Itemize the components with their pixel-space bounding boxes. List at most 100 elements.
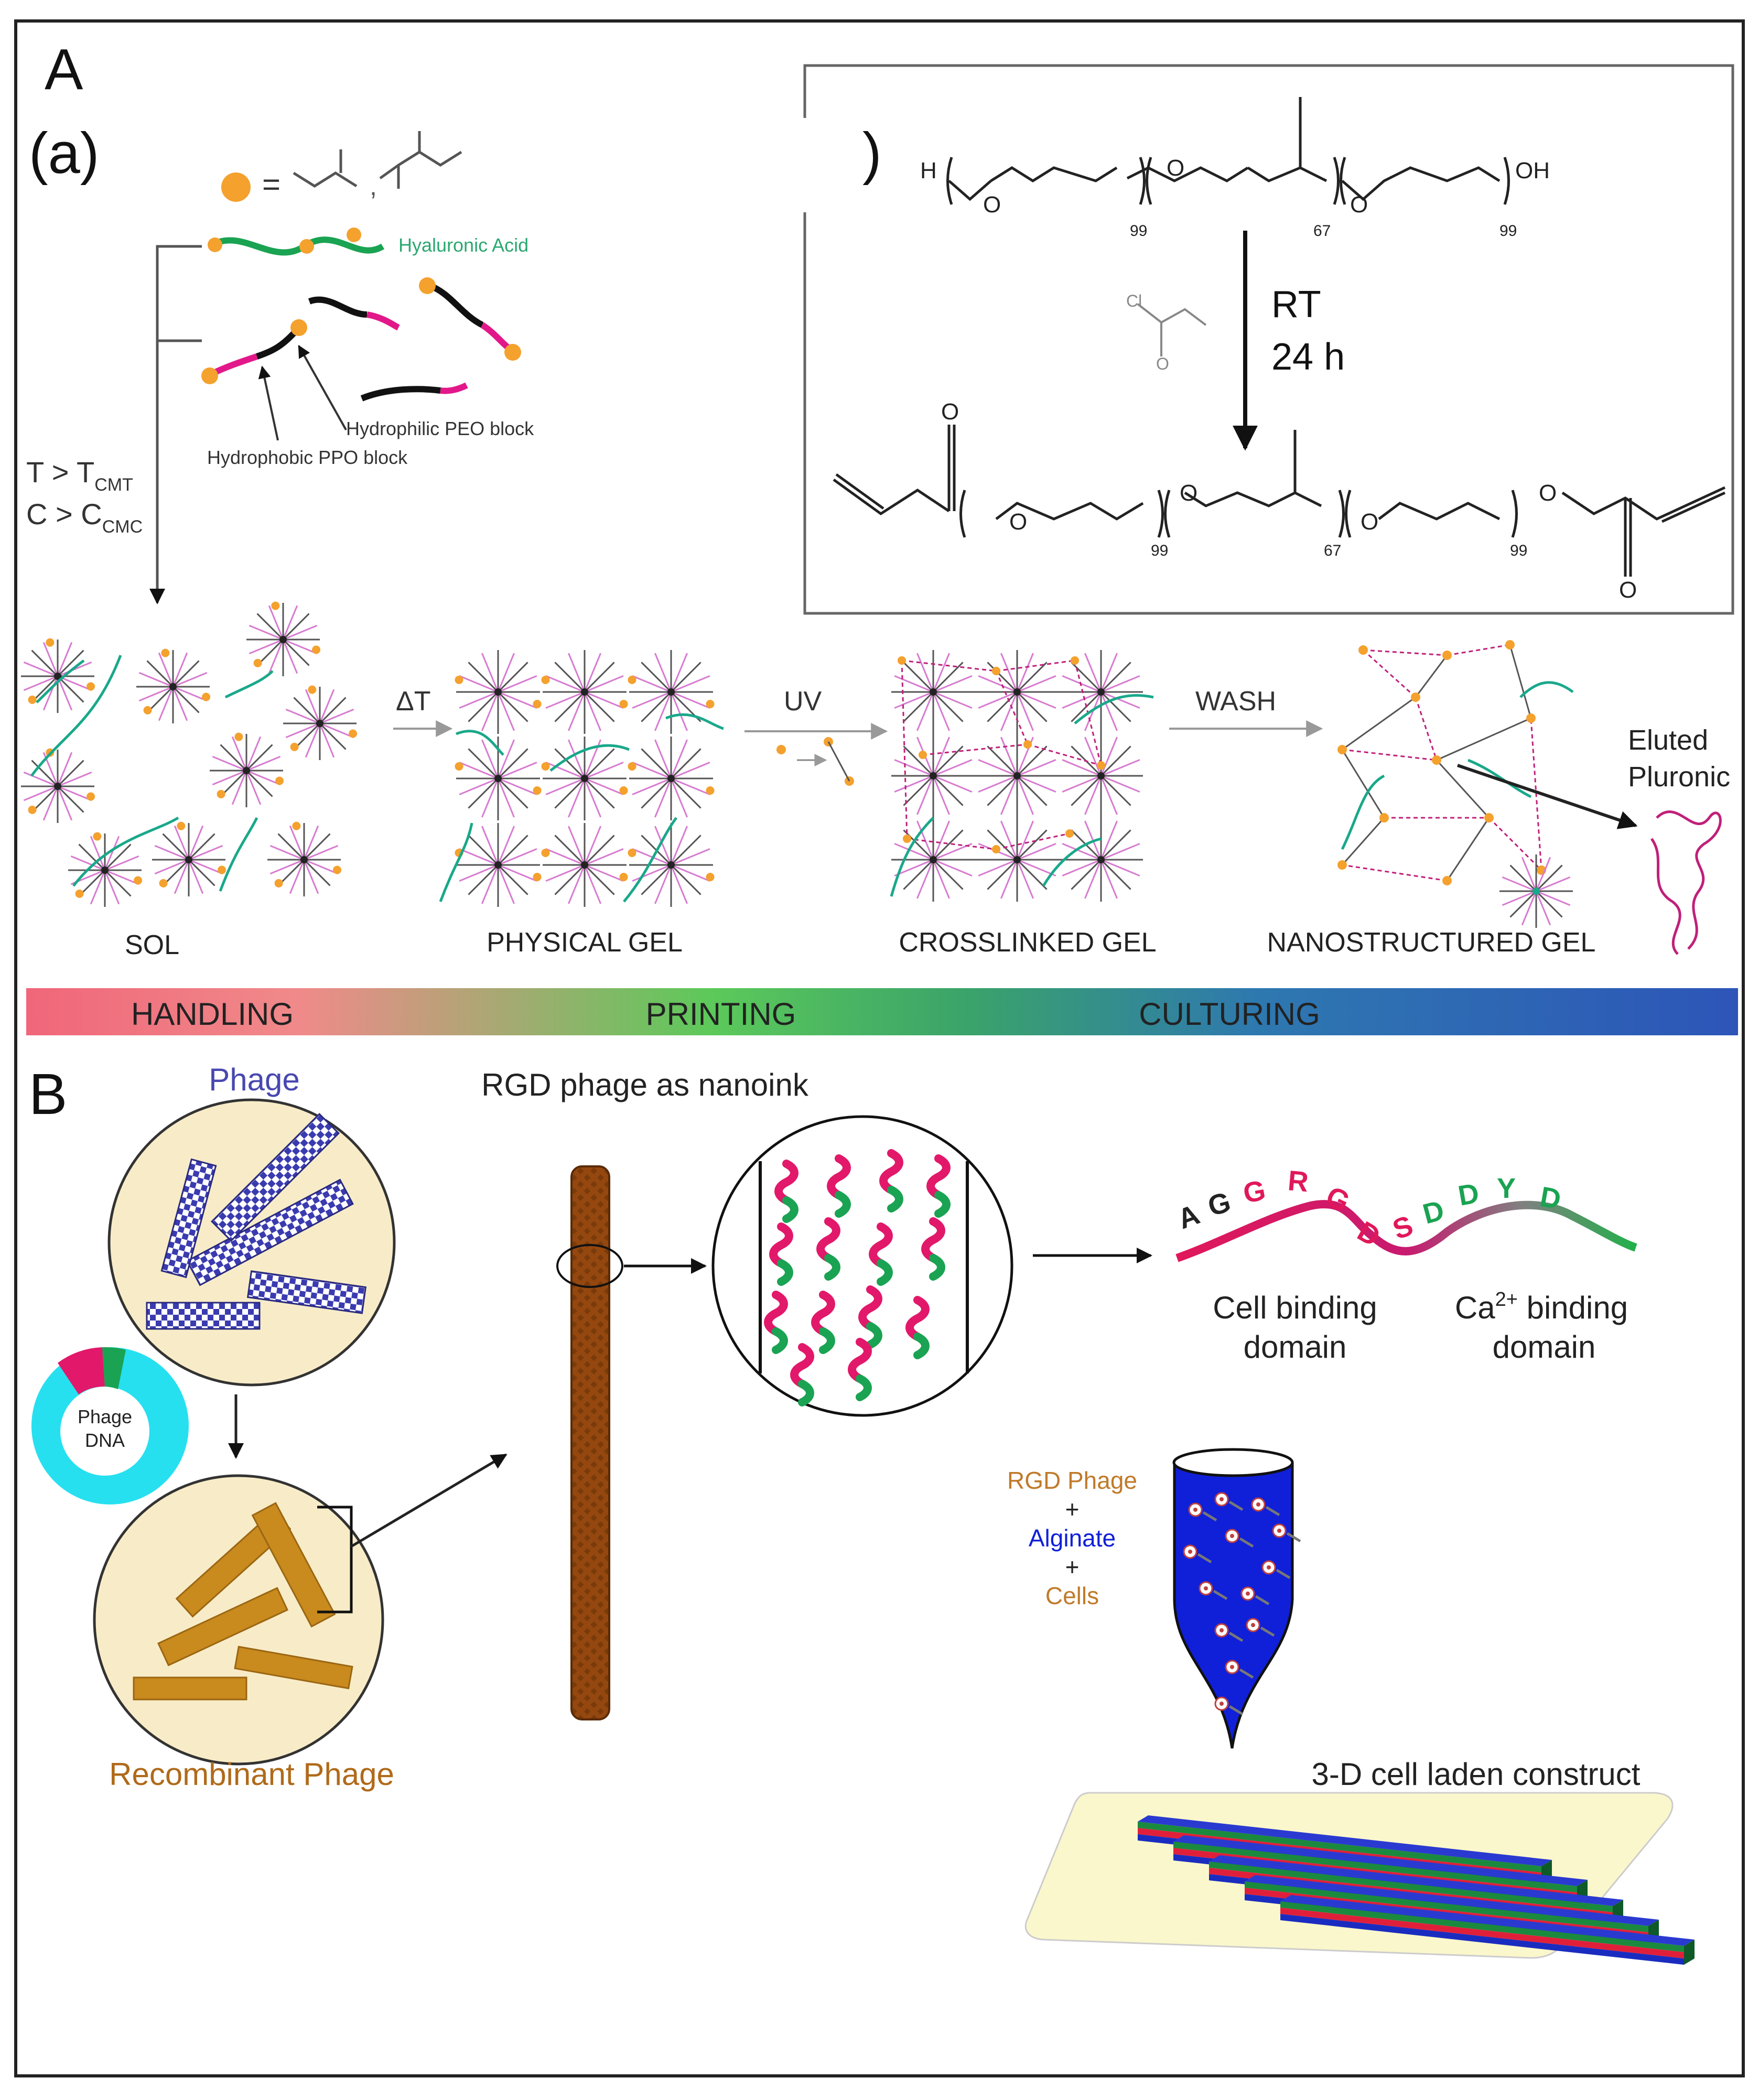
subscript: 99 [1130,222,1147,240]
micelle [456,650,540,734]
acrylate-dot [619,873,628,882]
rgd-phage-strand-pink [764,1291,788,1336]
rgd-phage-strand-pink [790,1343,814,1388]
h-end-group: H [920,158,937,183]
acrylate-dot [533,873,542,882]
phage-fiber-fragment [1228,1500,1244,1511]
acrylate-dot [87,792,95,801]
network-node [1442,651,1452,660]
acrylate-dot [292,821,301,830]
phage-dna-hole [60,1387,149,1476]
peptide-letter: A [1174,1199,1204,1236]
cell-nucleus [1193,1508,1197,1512]
acrylate-dot [93,832,102,841]
reagent-cl: Cl [1126,291,1142,310]
rgd-phage-strand-pink [827,1154,851,1199]
rgd-phage-strand-green [934,1191,951,1218]
micelle [629,823,713,907]
network-node [1484,813,1494,822]
ca-binding-label: Ca2+ binding [1455,1289,1628,1325]
rgd-phage-strand-pink [858,1285,882,1330]
eluted-pluronic-strands [1650,810,1722,955]
condition-rt: RT [1271,284,1321,326]
micelle [267,823,341,896]
acrylate-dot [177,821,186,830]
rgd-phage-strand-green [856,1374,872,1401]
rgd-phage-strand-green [824,1254,840,1281]
construct-strand-top [1280,1895,1695,1946]
phage-rods [146,1112,367,1330]
acrylate-dot [919,751,927,759]
acrylate-dot [541,675,550,684]
construct-strand-layer [1280,1901,1684,1952]
ha-dot [299,239,314,254]
oxygen-atom: O [1180,480,1197,506]
network-bond [1436,717,1531,761]
acrylate-structure-icon [293,131,462,189]
cell-binding-label: domain [1244,1329,1347,1365]
micelle [21,640,94,713]
ha-chain [72,816,179,887]
bar-label-handling: HANDLING [131,997,294,1032]
phage-fiber-fragment [1286,1532,1301,1543]
pluronic-label: Pluronic [1628,761,1730,793]
oxygen-atom: O [1361,509,1378,535]
recombinant-phage-label: Recombinant Phage [109,1757,394,1792]
acrylate-dot [619,786,628,795]
process-gradient-bar [26,988,1738,1035]
rgd-phage-strand-green [866,1322,882,1349]
mixture-rgd-phage: RGD Phage [1007,1467,1137,1494]
micelle [152,823,225,896]
acrylate-dot [628,675,636,684]
eluted-label: Eluted [1628,724,1708,756]
acrylate-dot [46,638,55,647]
zoom-arrow-to-fiber [350,1453,508,1548]
rgd-phage-strand-green [887,1186,903,1213]
ha-dot [347,228,361,242]
ha-dot [208,237,222,252]
phage-dna-insert-green [102,1347,126,1389]
crosslink [996,832,1070,850]
condition-24h: 24 h [1271,336,1345,378]
acrylate-dot [541,762,550,771]
ha-chain [30,655,122,777]
network-node [1358,645,1368,655]
construct-strand-layer [1138,1822,1541,1872]
crosslink [901,660,908,839]
peptide-letter: D [1420,1195,1448,1230]
acrylate-comma: , [370,171,377,201]
construct-strand-top [1209,1855,1623,1906]
step-uv: UV [784,686,822,717]
peo-block-label: Hydrophilic PEO block [346,418,534,439]
step-wash: WASH [1195,686,1276,717]
phage-dna-label: Phage [78,1406,132,1427]
micelle [975,734,1059,818]
network-node [1442,876,1452,885]
ha-chain [224,670,274,699]
rgd-phage-strand-green [782,1196,798,1223]
phage-fiber-fragment [1265,1506,1280,1517]
rgd-phage-strand-pink [905,1296,930,1341]
bar-label-culturing: CULTURING [1139,997,1320,1032]
rgd-phage-strand-green [877,1259,893,1286]
network-bond [1363,649,1448,656]
ha-chain [549,744,630,772]
rgd-phage-strand-green [819,1327,835,1354]
phage-dna-label: DNA [85,1430,125,1451]
rgd-phage-strand-pink [774,1160,798,1205]
ha-chain [219,817,258,892]
network-node [1337,860,1347,870]
construct-strand-layer [1280,1914,1684,1965]
crosslink [995,670,1029,745]
subscript: 99 [1151,542,1168,559]
network-bond [1415,697,1438,761]
network-bond [1509,644,1532,719]
acrylate-dot [706,873,715,882]
construct-strand-layer [1173,1842,1577,1892]
peptide-letter: G [1205,1186,1234,1222]
network-node [1379,813,1389,822]
rgd-phage-strand-green [798,1380,814,1406]
micelle [543,823,627,907]
micelle [136,650,210,723]
gel-schematics [21,601,1574,928]
